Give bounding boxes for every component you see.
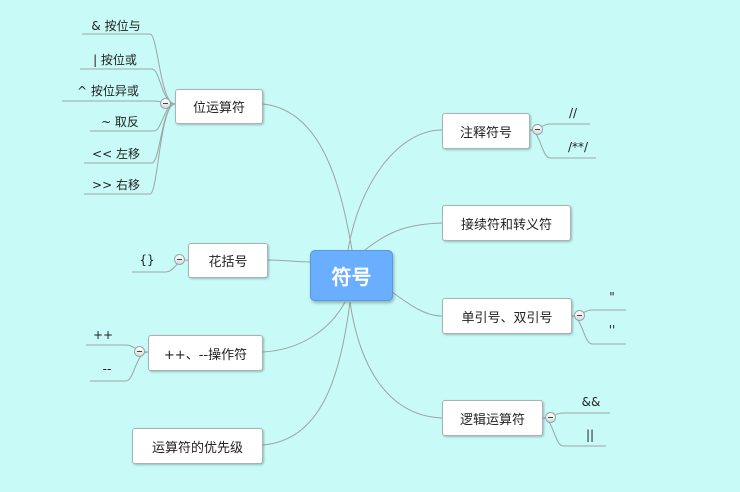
topic-quotes-label: 单引号、双引号 xyxy=(461,310,553,326)
leaf-increment[interactable]: ++ xyxy=(92,328,114,342)
topic-incdec[interactable]: ++、--操作符 xyxy=(148,335,263,371)
topic-logical-label: 逻辑运算符 xyxy=(459,412,525,428)
collapse-icon[interactable] xyxy=(160,98,171,109)
topic-bitwise[interactable]: 位运算符 xyxy=(175,89,263,124)
collapse-icon[interactable] xyxy=(574,310,585,321)
collapse-icon[interactable] xyxy=(134,346,145,357)
topic-logical[interactable]: 逻辑运算符 xyxy=(442,400,543,436)
central-topic-label: 符号 xyxy=(331,265,372,289)
topic-quotes[interactable]: 单引号、双引号 xyxy=(442,298,572,334)
topic-braces-label: 花括号 xyxy=(208,255,248,270)
leaf-bitwise-shl[interactable]: << 左移 xyxy=(92,147,140,161)
topic-incdec-label: ++、--操作符 xyxy=(163,347,248,363)
central-topic[interactable]: 符号 xyxy=(310,250,393,301)
topic-bitwise-label: 位运算符 xyxy=(192,101,245,116)
leaf-double-quote[interactable]: " xyxy=(609,290,615,304)
leaf-logical-or[interactable]: || xyxy=(585,428,595,442)
topic-precedence[interactable]: 运算符的优先级 xyxy=(132,428,263,464)
leaf-bitwise-xor[interactable]: ^ 按位异或 xyxy=(77,84,139,98)
collapse-icon[interactable] xyxy=(532,124,543,135)
topic-comment-label: 注释符号 xyxy=(459,125,512,141)
collapse-icon[interactable] xyxy=(174,254,185,265)
topic-braces[interactable]: 花括号 xyxy=(188,243,268,278)
leaf-bitwise-and[interactable]: & 按位与 xyxy=(91,19,141,33)
leaf-braces[interactable]: {} xyxy=(139,253,155,267)
topic-continuation[interactable]: 接续符和转义符 xyxy=(442,205,571,241)
leaf-logical-and[interactable]: && xyxy=(581,395,601,409)
topic-comment[interactable]: 注释符号 xyxy=(442,113,530,149)
leaf-decrement[interactable]: -- xyxy=(102,362,112,376)
leaf-bitwise-not[interactable]: ~ 取反 xyxy=(101,115,139,129)
leaf-line-comment[interactable]: // xyxy=(568,106,578,120)
leaf-block-comment[interactable]: /**/ xyxy=(567,140,589,154)
leaf-bitwise-or[interactable]: | 按位或 xyxy=(93,53,137,67)
topic-precedence-label: 运算符的优先级 xyxy=(151,440,243,456)
leaf-single-quote[interactable]: '' xyxy=(608,323,616,337)
leaf-bitwise-shr[interactable]: >> 右移 xyxy=(92,178,140,192)
collapse-icon[interactable] xyxy=(545,412,556,423)
topic-continuation-label: 接续符和转义符 xyxy=(460,217,552,233)
